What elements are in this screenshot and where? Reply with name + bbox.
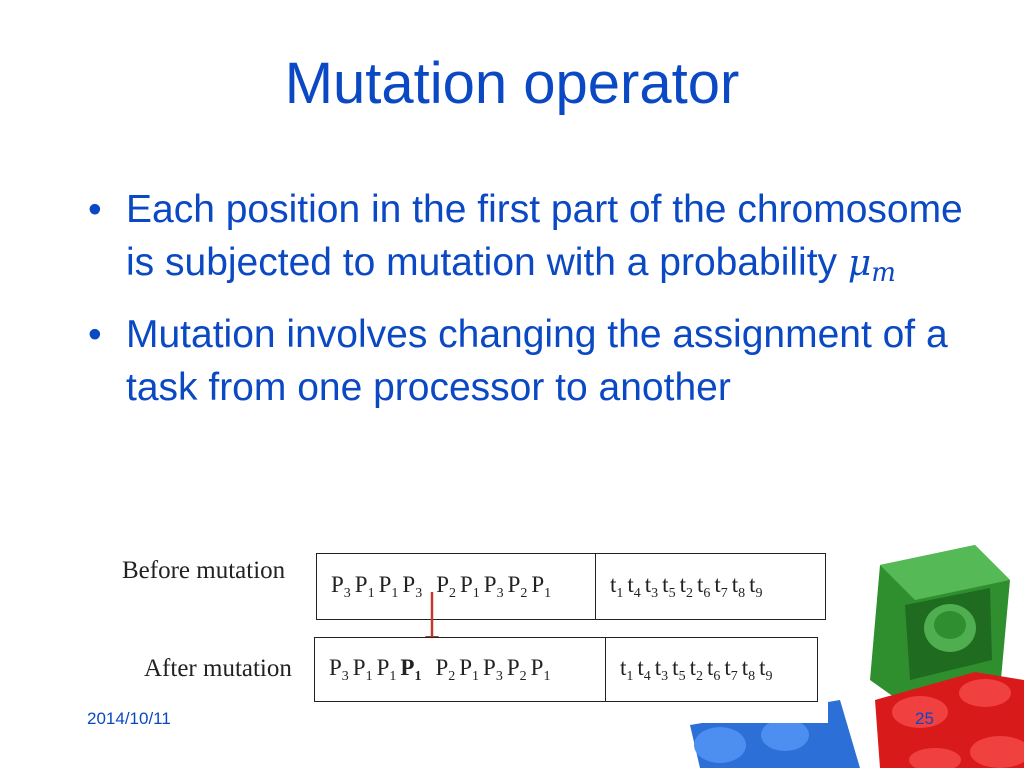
task-gene: t8 xyxy=(731,571,746,601)
green-lego-brick xyxy=(870,545,1010,712)
processor-gene: P2 xyxy=(506,654,527,684)
task-gene: t7 xyxy=(714,571,728,601)
task-gene: t4 xyxy=(627,571,641,601)
processor-gene: P1 xyxy=(376,654,397,684)
processor-gene: P3 xyxy=(329,654,349,684)
bullet-mark: • xyxy=(88,188,102,231)
bullet-list: • Each position in the first part of the… xyxy=(88,183,968,422)
after-mutation-label: After mutation xyxy=(144,655,292,682)
task-gene: t2 xyxy=(679,571,693,601)
processor-gene: P1 xyxy=(459,571,480,601)
task-gene: t1 xyxy=(620,654,634,684)
processor-gene: P1 xyxy=(530,654,551,684)
processor-gene: P3 xyxy=(331,571,351,601)
task-gene: t2 xyxy=(689,654,703,684)
processor-gene: P2 xyxy=(507,571,528,601)
bullet-item-probability: • Each position in the first part of the… xyxy=(88,183,968,300)
before-mutation-label: Before mutation xyxy=(122,557,286,584)
slide-title: Mutation operator xyxy=(284,51,740,116)
task-gene: t9 xyxy=(749,571,763,601)
task-gene: t5 xyxy=(662,571,676,601)
bullet-text: Each position in the first part of the c… xyxy=(126,188,963,284)
processor-gene: P1 xyxy=(459,654,480,684)
footer-date: 2014/10/11 xyxy=(87,709,171,728)
processor-gene: P2 xyxy=(436,571,456,601)
bullet-text: Mutation involves changing the assignmen… xyxy=(126,313,948,409)
task-gene: t6 xyxy=(696,571,711,601)
task-gene: t9 xyxy=(759,654,773,684)
task-gene: t8 xyxy=(741,654,756,684)
processor-gene: P1 xyxy=(400,654,422,684)
task-gene: t1 xyxy=(610,571,624,601)
processor-gene: P2 xyxy=(435,654,456,684)
bullet-item-assignment: • Mutation involves changing the assignm… xyxy=(88,308,968,414)
task-gene: t6 xyxy=(706,654,721,684)
bullet-mark: • xyxy=(88,313,102,356)
processor-gene: P1 xyxy=(354,571,375,601)
task-gene: t7 xyxy=(724,654,738,684)
processor-gene: P3 xyxy=(483,654,503,684)
mu-m-symbol: μm xyxy=(847,243,896,288)
processor-gene: P3 xyxy=(483,571,504,601)
page-number: 25 xyxy=(915,709,934,728)
task-gene: t3 xyxy=(644,571,659,601)
task-gene: t3 xyxy=(654,654,669,684)
task-gene: t4 xyxy=(637,654,651,684)
red-lego-brick xyxy=(875,672,1024,768)
task-gene: t5 xyxy=(672,654,686,684)
processor-gene: P1 xyxy=(378,571,399,601)
processor-gene: P1 xyxy=(352,654,373,684)
processor-gene: P3 xyxy=(402,571,423,601)
processor-gene: P1 xyxy=(531,571,552,601)
